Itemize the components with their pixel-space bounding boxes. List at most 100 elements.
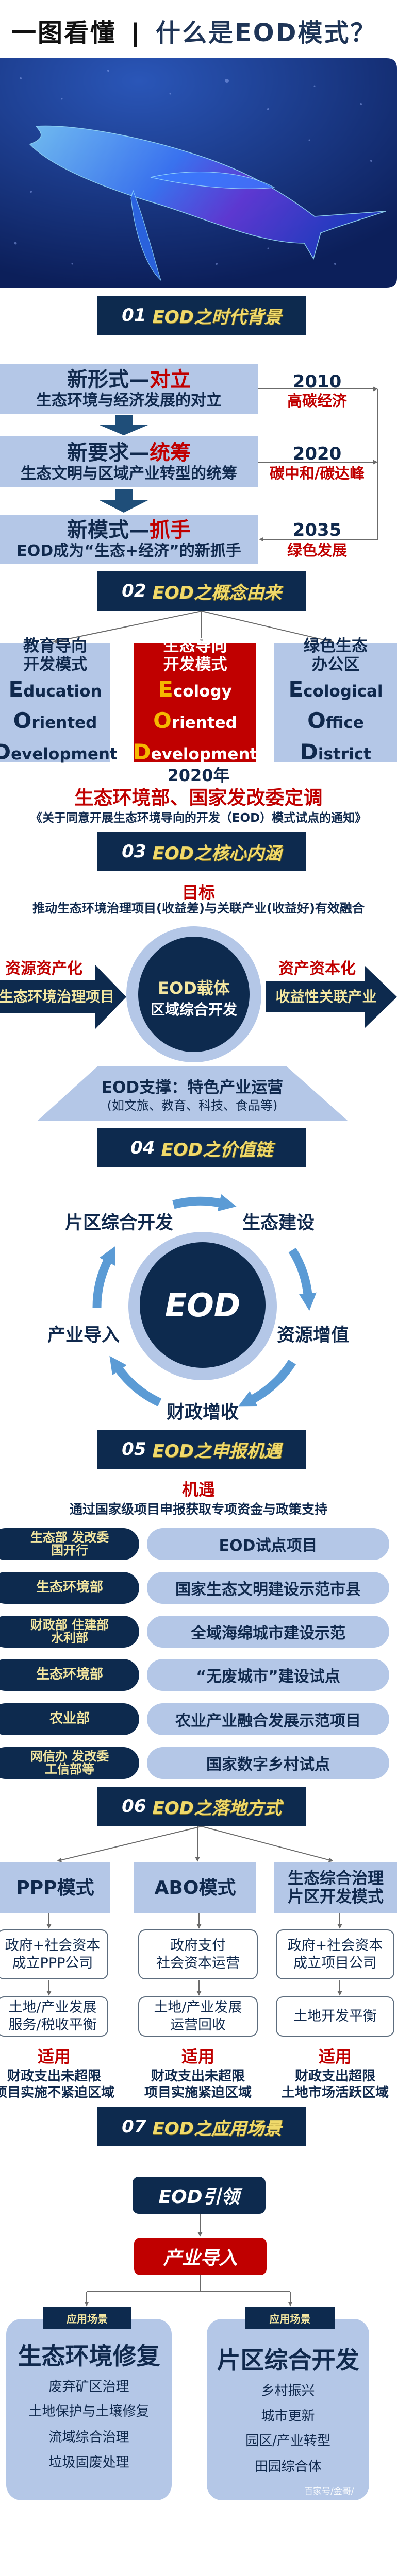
scenario-item: 田园综合体 xyxy=(254,2459,322,2475)
goal-label: 目标 xyxy=(181,883,215,902)
stage-heading: 新要求—统筹 xyxy=(67,441,191,465)
program-pill: 农业产业融合发展示范项目 xyxy=(147,1703,389,1735)
stage-highlight: 统筹 xyxy=(150,440,191,465)
model-cn-line: 绿色生态 xyxy=(304,637,368,656)
step-line: 政府+社会资本 xyxy=(5,1937,101,1954)
mode-result-box: 土地/产业发展运营回收 xyxy=(138,1996,258,2037)
stage-highlight: 对立 xyxy=(150,368,191,392)
mode-step-box: 政府支付社会资本运营 xyxy=(138,1929,258,1979)
program-pill: “无废城市”建设试点 xyxy=(147,1659,389,1691)
section-number: 03 xyxy=(122,841,146,862)
agency-line: 财政部 住建部 xyxy=(30,1617,109,1632)
agency-line: 网信办 发改委 xyxy=(30,1749,109,1764)
agency-line: 生态部 发改委 xyxy=(30,1530,109,1545)
value-node: 生态建设 xyxy=(242,1213,315,1233)
stage-description: 生态文明与区域产业转型的统筹 xyxy=(21,464,237,483)
mode-name: 片区开发模式 xyxy=(288,1887,384,1906)
applicable-label: 适用 xyxy=(37,2047,71,2066)
word-rest: cology xyxy=(173,682,232,701)
step-line: 土地/产业发展 xyxy=(8,1999,97,2016)
scenario-title: 生态环境修复 xyxy=(18,2342,160,2370)
section-title: EOD之落地方式 xyxy=(152,1798,282,1819)
word-rest: istrict xyxy=(318,745,371,764)
scenario-tag: 应用场景 xyxy=(245,2307,335,2329)
cycle-arrow-icon xyxy=(109,1355,162,1407)
support-subtitle: (如文旅、教育、科技、食品等) xyxy=(107,1098,278,1113)
section-number: 07 xyxy=(122,2116,146,2137)
word-rest: evelopment xyxy=(11,745,118,764)
agency-pill: 生态环境部 xyxy=(0,1659,139,1691)
scenario-card-ecological-restoration xyxy=(6,2319,172,2500)
model-en-word: Ecological xyxy=(288,674,383,705)
page-title: 一图看懂 | 什么是EOD模式？ xyxy=(11,21,376,45)
hero-background xyxy=(0,58,397,288)
section-number: 02 xyxy=(122,581,146,601)
model-en-word: Office xyxy=(307,705,364,737)
word-rest: riented xyxy=(31,714,97,733)
scenario-tag: 应用场景 xyxy=(43,2307,131,2329)
agency-line: 国开行 xyxy=(51,1543,88,1557)
model-en-word: District xyxy=(300,737,371,768)
word-rest: evelopment xyxy=(151,745,258,764)
word-rest: ffice xyxy=(325,714,364,733)
initial: E xyxy=(8,676,24,702)
step-line: 服务/税收平衡 xyxy=(8,2017,97,2033)
model-en-word: Development xyxy=(133,737,257,768)
agency-line: 农业部 xyxy=(49,1711,90,1727)
whale-body xyxy=(29,125,386,260)
scenario-item: 废弃矿区治理 xyxy=(48,2379,129,2395)
step-line: 社会资本运营 xyxy=(156,1955,240,1971)
core-subtitle: 区域综合开发 xyxy=(150,1001,237,1018)
initial: O xyxy=(153,708,172,734)
cycle-arrow-icon xyxy=(238,1360,296,1407)
mode-result-box: 土地开发平衡 xyxy=(276,1996,394,2037)
mode-box-ppp: PPP模式 xyxy=(0,1862,110,1913)
scenario-item: 园区/产业转型 xyxy=(245,2433,330,2449)
title-part2: 什么是EOD模式？ xyxy=(155,19,377,47)
step-line: 政府支付 xyxy=(170,1937,226,1954)
agency-pill: 生态部 发改委国开行 xyxy=(0,1528,139,1560)
section-number: 01 xyxy=(122,305,146,326)
section-header-06: 06 EOD之落地方式 xyxy=(97,1787,306,1826)
section-number: 06 xyxy=(122,1796,146,1817)
model-box-ecology: 生态导向 开发模式 Ecology Oriented Development xyxy=(133,637,257,765)
applicable-label: 适用 xyxy=(181,2047,214,2066)
concept-authority: 生态环境部、国家发改委定调 xyxy=(74,787,323,809)
whale-pectoral-fin xyxy=(130,190,162,282)
stage-box-coordination: 新要求—统筹 生态文明与区域产业转型的统筹 xyxy=(0,436,258,487)
watermark: 百家号/金哥/ xyxy=(304,2486,354,2497)
cycle-arrow-icon xyxy=(288,1247,317,1311)
scenario-item: 垃圾固废处理 xyxy=(48,2455,129,2470)
hero-whale-image xyxy=(0,58,397,288)
stage-heading: 新形式—对立 xyxy=(67,368,191,392)
initial: O xyxy=(307,708,326,734)
stage-description: 生态环境与经济发展的对立 xyxy=(36,392,222,410)
stage-box-opposition: 新形式—对立 生态环境与经济发展的对立 xyxy=(0,364,258,414)
goal-text: 推动生态环境治理项目(收益差)与关联产业(收益好)有效融合 xyxy=(32,901,365,916)
scenario-item: 城市更新 xyxy=(261,2409,315,2424)
model-box-education: 教育导向 开发模式 Education Oriented Development xyxy=(0,637,118,765)
value-node: 片区综合开发 xyxy=(64,1213,173,1233)
scenario-item: 土地保护与土壤修复 xyxy=(28,2404,150,2419)
agency-line: 生态环境部 xyxy=(36,1580,103,1596)
year-caption: 绿色发展 xyxy=(287,541,347,559)
section-title: EOD之核心内涵 xyxy=(152,843,282,864)
scenario-title: 片区综合开发 xyxy=(217,2346,359,2374)
support-title: EOD支撑：特色产业运营 xyxy=(101,1078,284,1097)
value-node: 产业导入 xyxy=(47,1325,120,1346)
stage-highlight: 抓手 xyxy=(150,518,191,542)
applicable-condition: 项目实施紧迫区域 xyxy=(144,2085,252,2100)
cycle-arrow-icon xyxy=(92,1246,115,1308)
initial: D xyxy=(300,739,318,765)
agency-line: 水利部 xyxy=(51,1631,88,1645)
timeline-connectors xyxy=(258,386,378,542)
applicable-condition: 财政支出未超限 xyxy=(151,2069,245,2084)
left-flow-label: 资源资产化 xyxy=(5,960,82,978)
stage-box-lever: 新模式—抓手 EOD成为“生态+经济”的新抓手 xyxy=(0,515,258,564)
model-cn-line: 开发模式 xyxy=(23,655,87,674)
mode-step-box: 政府+社会资本成立项目公司 xyxy=(276,1929,394,1979)
stage-prefix: 新模式— xyxy=(67,518,150,542)
